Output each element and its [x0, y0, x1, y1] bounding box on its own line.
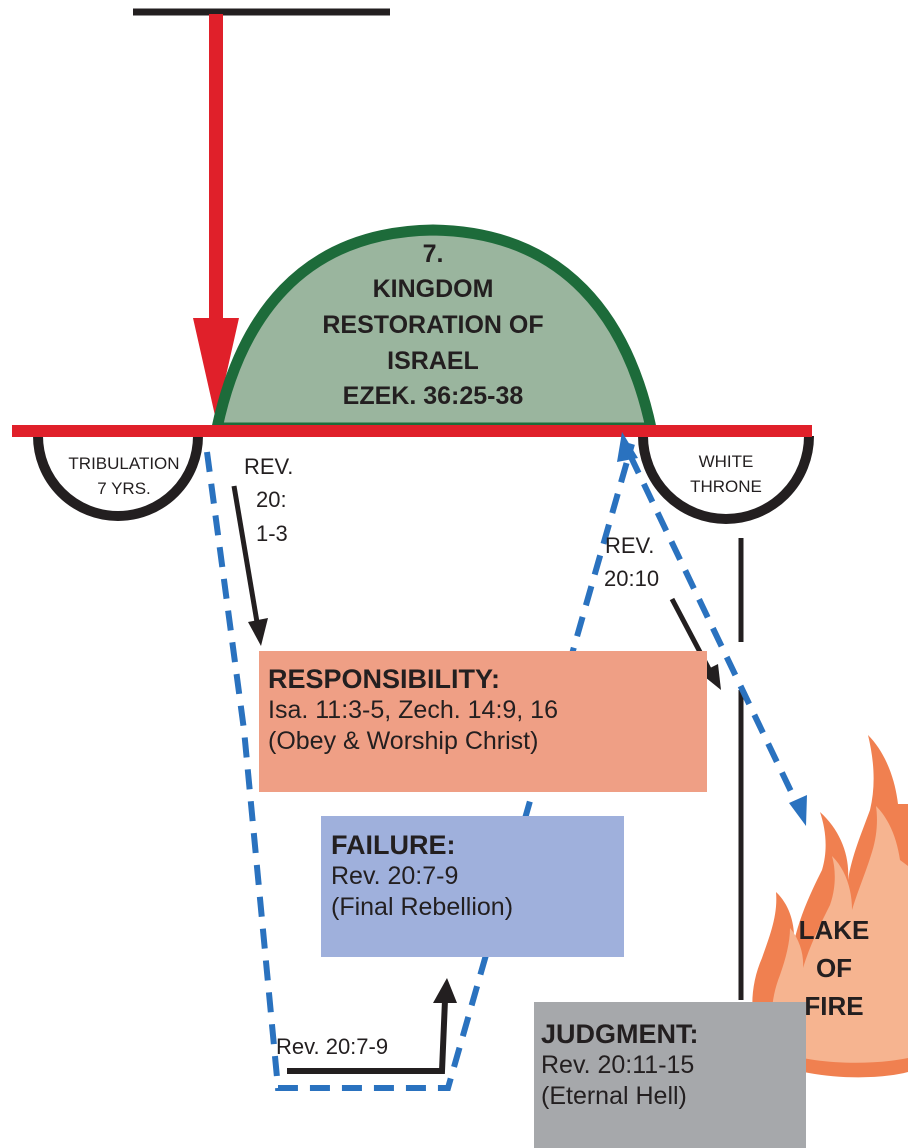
rev-20-1-3-label: REV. [244, 454, 293, 479]
rev-20-1-3-verses: 1-3 [256, 521, 288, 546]
kingdom-title: KINGDOM [373, 275, 494, 303]
failure-heading: FAILURE: [331, 830, 456, 860]
failure-box: FAILURE: Rev. 20:7-9 (Final Rebellion) [321, 816, 624, 957]
judgment-box: JUDGMENT: Rev. 20:11-15 (Eternal Hell) [534, 1002, 806, 1148]
kingdom-dome [210, 224, 658, 434]
responsibility-heading: RESPONSIBILITY: [268, 664, 501, 694]
responsibility-references: Isa. 11:3-5, Zech. 14:9, 16 [268, 696, 558, 724]
failure-reference: Rev. 20:7-9 [331, 862, 459, 890]
judgment-reference: Rev. 20:11-15 [541, 1051, 695, 1079]
lake-label: LAKE [799, 915, 870, 945]
of-label: OF [816, 953, 852, 983]
rev-20-10-label: REV. [605, 533, 654, 558]
judgment-heading: JUDGMENT: [541, 1019, 699, 1049]
judgment-description: (Eternal Hell) [541, 1082, 687, 1110]
kingdom-reference: EZEK. 36:25-38 [343, 382, 524, 410]
kingdom-number: 7. [423, 240, 444, 268]
tribulation-bowl [33, 435, 203, 521]
arrow-rev-20-1-3 [231, 485, 261, 629]
kingdom-israel: ISRAEL [387, 347, 479, 375]
rev-20-1-3-chapter: 20: [256, 487, 287, 512]
white-throne-label-2: THRONE [690, 477, 762, 496]
dashed-arrow-to-lake [627, 453, 801, 808]
dashed-arrowhead-lake [789, 795, 807, 826]
bottom-arrow-label: Rev. 20:7-9 [276, 1034, 388, 1059]
fire-label: FIRE [804, 991, 863, 1021]
arrowhead-rev-20-1-3 [248, 618, 268, 646]
failure-description: (Final Rebellion) [331, 893, 514, 921]
red-arrowhead [193, 318, 239, 420]
white-throne-label: WHITE [699, 452, 754, 471]
kingdom-subtitle: RESTORATION OF [322, 311, 543, 339]
bottom-arrowhead [433, 978, 457, 1003]
lake-of-fire-inner-flame [772, 806, 908, 1063]
bottom-arrow [287, 999, 448, 1074]
rev-20-10-verse: 20:10 [604, 566, 659, 591]
responsibility-description: (Obey & Worship Christ) [268, 727, 539, 755]
tribulation-label: TRIBULATION [68, 454, 179, 473]
white-throne-bowl [638, 435, 814, 524]
responsibility-box: RESPONSIBILITY: Isa. 11:3-5, Zech. 14:9,… [259, 651, 707, 792]
tribulation-years: 7 YRS. [97, 479, 151, 498]
